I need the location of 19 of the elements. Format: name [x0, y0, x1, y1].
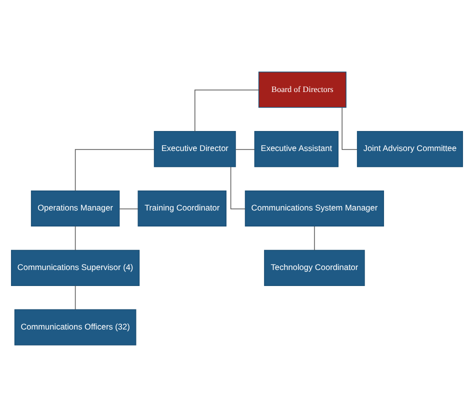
node-box: Operations Manager: [30, 190, 120, 227]
connector: [342, 107, 358, 150]
connector: [119, 208, 138, 210]
connector: [194, 90, 260, 132]
node-box: Communications Officers (32): [14, 309, 136, 346]
node-box: Joint Advisory Committee: [356, 131, 463, 168]
node-box: Communications Supervisor (4): [11, 250, 140, 286]
connector: [74, 226, 76, 250]
connector: [314, 226, 315, 250]
node-box: Executive Director: [154, 131, 236, 168]
node-box: Training Coordinator: [138, 190, 226, 227]
node-box: Executive Assistant: [254, 131, 339, 168]
connector: [235, 149, 255, 150]
node-box: Board of Directors: [258, 72, 346, 108]
connector: [74, 285, 76, 310]
node-box: Communications System Manager: [244, 190, 384, 227]
node-box: Technology Coordinator: [264, 250, 365, 286]
connector: [74, 149, 154, 192]
connector: [230, 166, 246, 210]
